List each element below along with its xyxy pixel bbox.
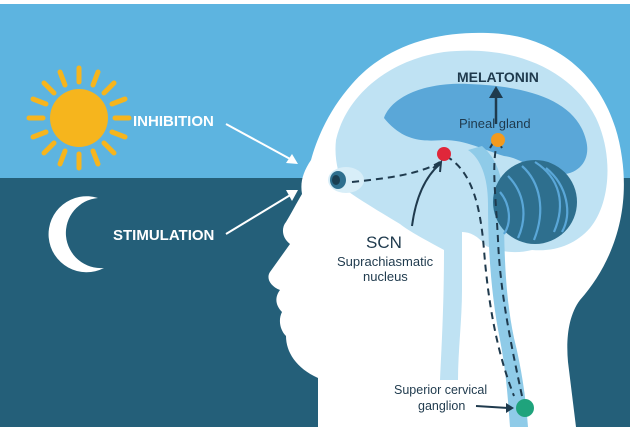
pineal-gland-label: Pineal gland bbox=[459, 116, 531, 131]
superior-cervical-ganglion-dot bbox=[516, 399, 534, 417]
superior-cervical-ganglion-label-line2: ganglion bbox=[418, 399, 465, 413]
eye-icon bbox=[328, 167, 364, 193]
melatonin-label: MELATONIN bbox=[457, 69, 539, 85]
top-border bbox=[0, 0, 637, 4]
inhibition-label: INHIBITION bbox=[133, 113, 214, 130]
scn-full-name-line1: Suprachiasmatic bbox=[337, 254, 434, 269]
right-border bbox=[630, 0, 637, 427]
cerebellum bbox=[493, 160, 577, 244]
scn-dot bbox=[437, 147, 451, 161]
scn-label: SCN bbox=[366, 233, 402, 252]
sun-icon bbox=[29, 68, 129, 168]
pineal-gland-dot bbox=[491, 133, 505, 147]
superior-cervical-ganglion-label-line1: Superior cervical bbox=[394, 383, 487, 397]
scn-full-name-line2: nucleus bbox=[363, 269, 408, 284]
stimulation-label: STIMULATION bbox=[113, 227, 214, 244]
